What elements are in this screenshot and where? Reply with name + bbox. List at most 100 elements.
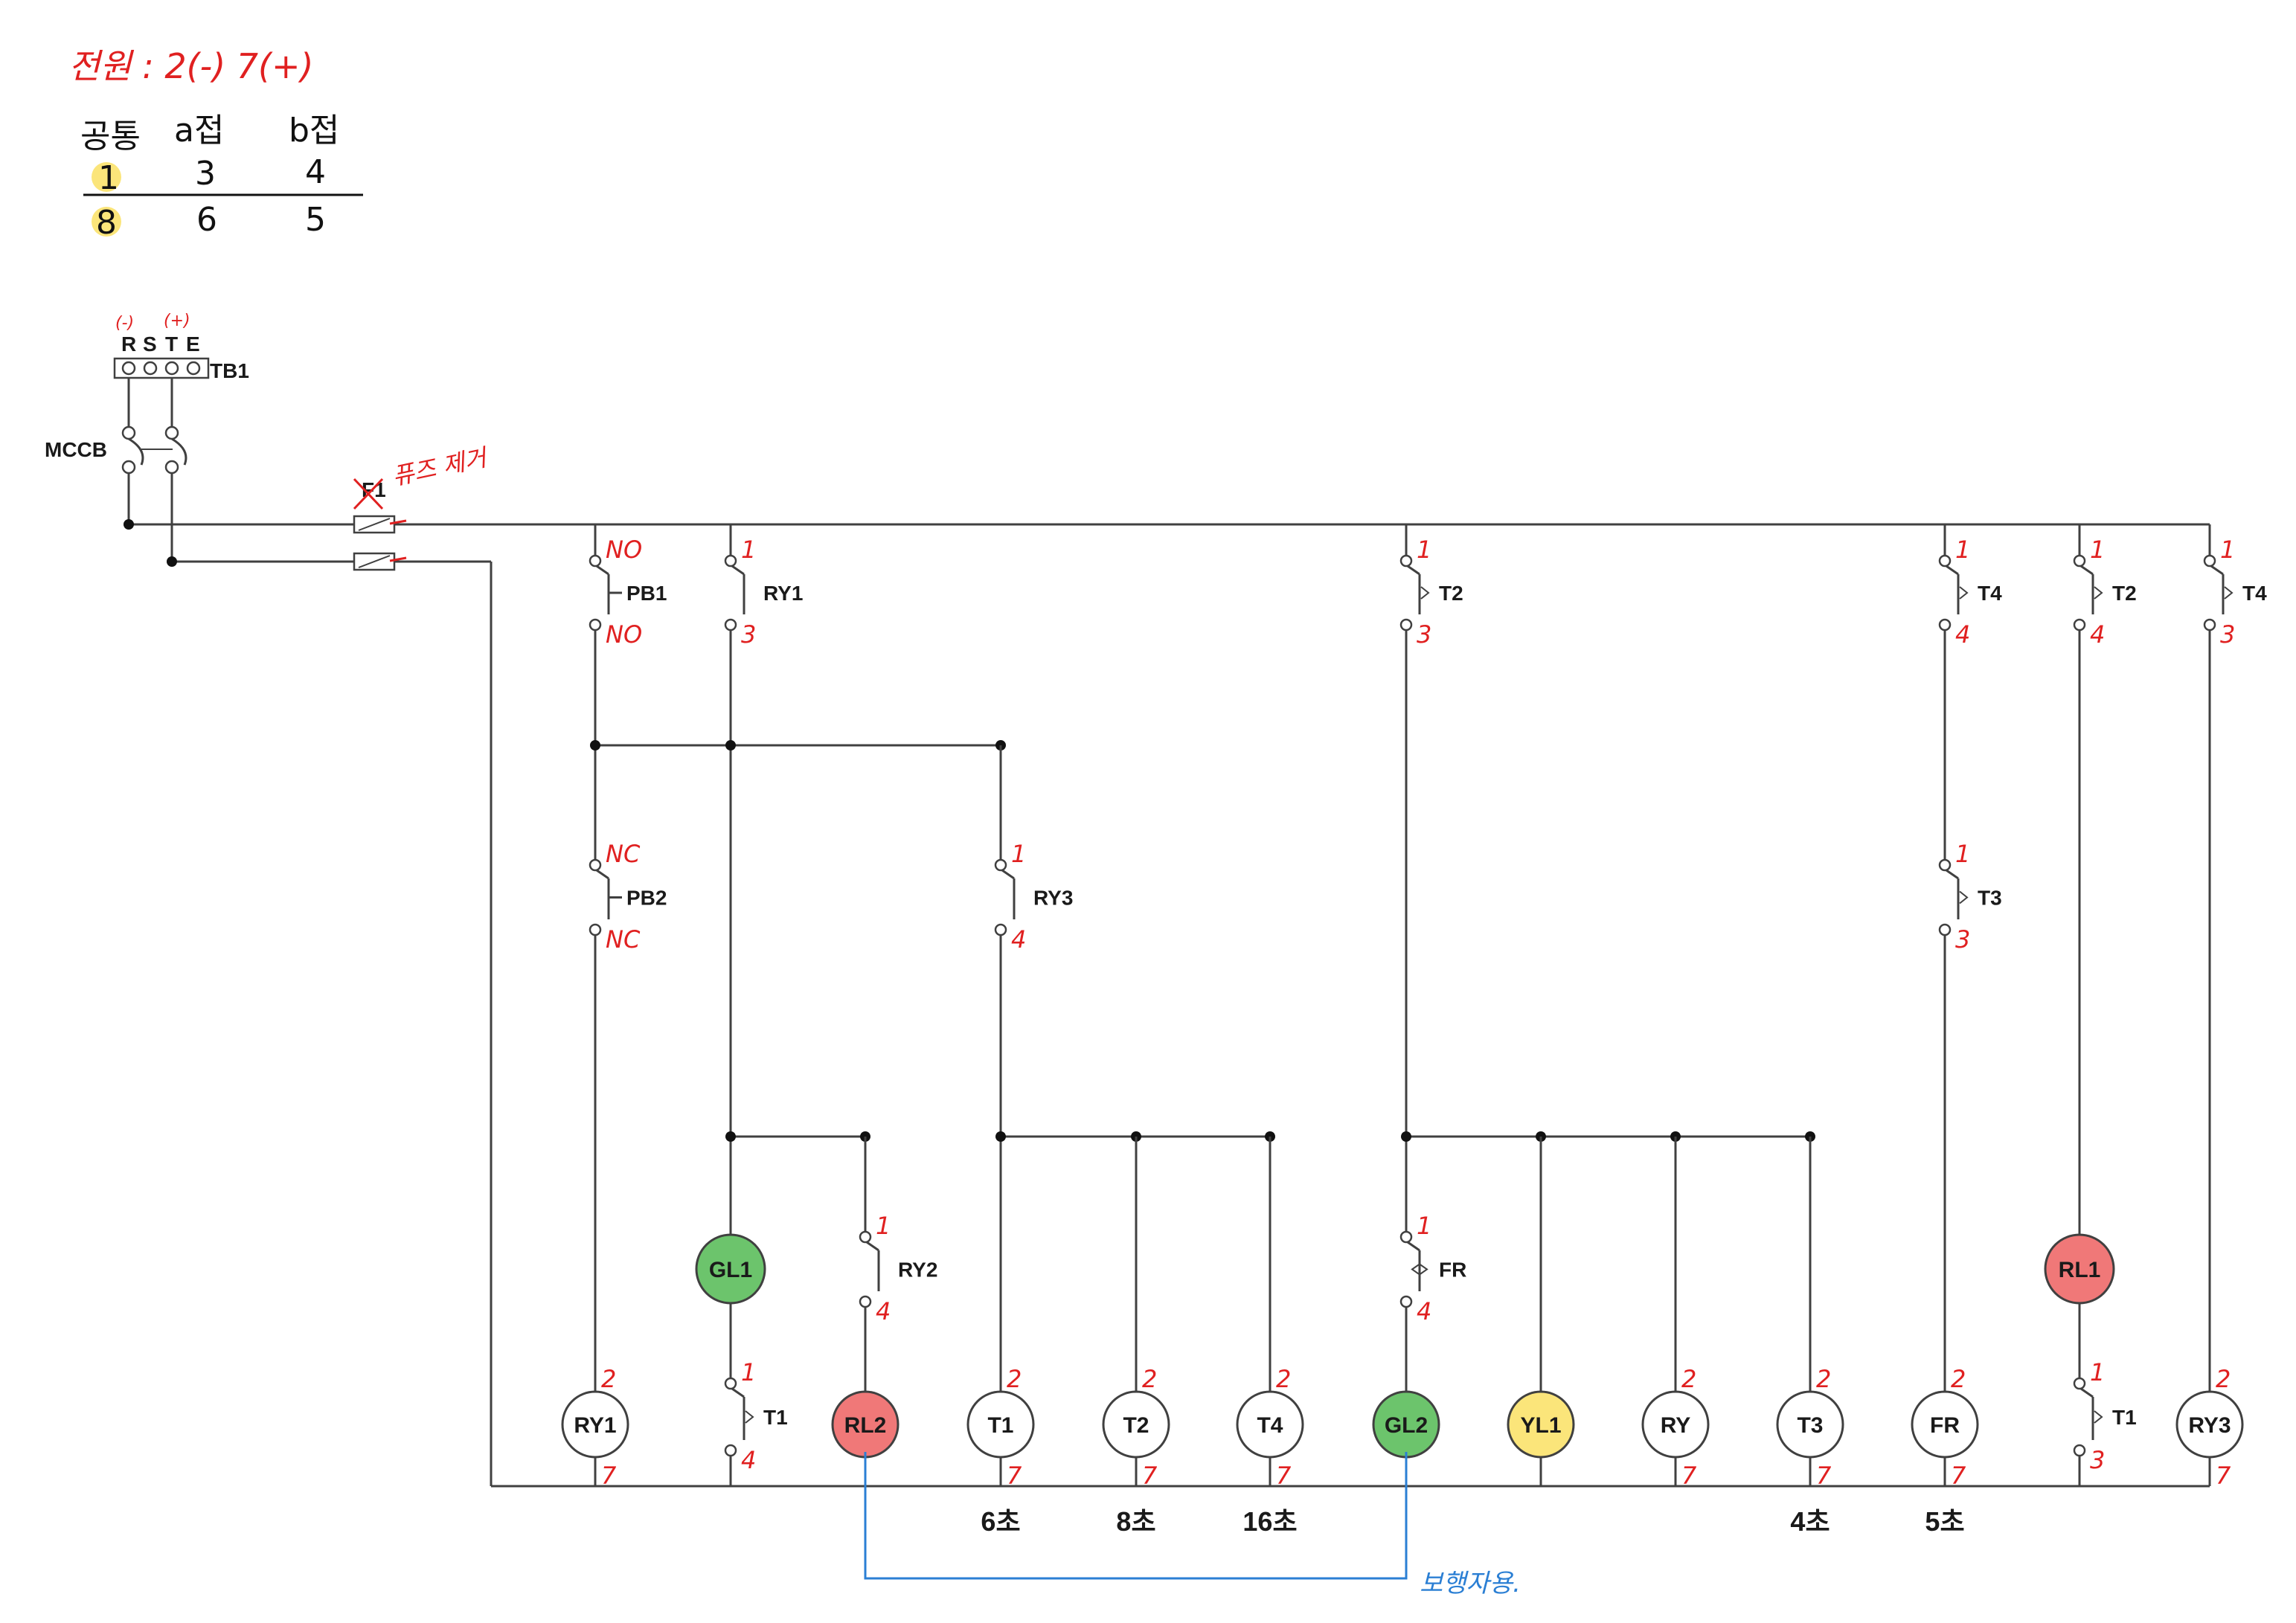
- contact-terminal-top: [589, 554, 602, 568]
- contact-terminal-top: [2073, 1377, 2086, 1390]
- coil-label: RY1: [574, 1413, 616, 1438]
- contact-blade: [596, 565, 609, 576]
- contact-blade: [2210, 565, 2224, 576]
- timer-mark: [1959, 586, 1969, 600]
- timer-setting-t4: 16초: [1242, 1506, 1297, 1537]
- mccb-terminal: [121, 460, 136, 475]
- contact-blade: [731, 1387, 745, 1398]
- terminal-screw-t: [164, 361, 179, 376]
- polarity-plus: (+): [164, 312, 190, 330]
- contact-pin-bottom: 4: [2090, 620, 2105, 649]
- contact-label: T2: [1439, 582, 1463, 605]
- contact-terminal-top: [994, 858, 1007, 872]
- coil-pin-bottom: 7: [1007, 1462, 1022, 1490]
- mccb: MCCB: [45, 378, 187, 475]
- contact-blade: [1001, 869, 1015, 880]
- coil-pin-bottom: 7: [1951, 1462, 1966, 1490]
- contact-terminal-top: [2203, 554, 2216, 568]
- contact-pin-bottom: 3: [1955, 925, 1970, 954]
- coil-pin-top: 2: [1007, 1365, 1022, 1393]
- contact-terminal-top: [2073, 554, 2086, 568]
- header-notes: 전원 : 2(-) 7(+) 공통 a접 b접 1 3 4 8 6 5: [68, 46, 363, 242]
- mccb-terminal: [121, 425, 136, 440]
- contact-pin-bottom: 4: [741, 1446, 756, 1474]
- contact-blade: [2080, 565, 2094, 576]
- junction-dot: [124, 519, 134, 530]
- contact-terminal-bottom: [1938, 923, 1952, 936]
- highlight-marker-1: [92, 162, 121, 192]
- contact-pin-top: NO: [606, 536, 642, 564]
- contact-pin-bottom: 4: [1417, 1297, 1431, 1325]
- contact-blade: [2080, 1387, 2094, 1398]
- contact-label: T1: [2112, 1406, 2137, 1429]
- contact-pin-bottom: 4: [1955, 620, 1970, 649]
- timer-mark: [2224, 586, 2234, 600]
- contact-label: T2: [2112, 582, 2137, 605]
- coil-pin-top: 2: [1681, 1365, 1696, 1393]
- coil-label: T1: [987, 1413, 1013, 1438]
- timer-mark: [1420, 586, 1430, 600]
- contact-pin-top: 1: [741, 536, 756, 564]
- mccb-terminal: [164, 425, 179, 440]
- contact-label: T4: [2242, 582, 2267, 605]
- contact-terminal-top: [859, 1230, 872, 1244]
- terminal-letter-e: E: [186, 332, 200, 356]
- contact-pin-top: NC: [606, 840, 641, 868]
- lamp-gl1: GL1: [695, 1233, 766, 1305]
- ladder-wiring: [590, 524, 2211, 1486]
- contact-blade: [1946, 565, 1959, 576]
- table-row2-b: 5: [305, 201, 326, 239]
- table-header-a-contact: a접: [174, 112, 224, 150]
- timer-settings: 6초 8초 16초 4초 5초: [981, 1506, 1964, 1537]
- terminal-screw-s: [143, 361, 158, 376]
- coil-label: T3: [1797, 1413, 1823, 1438]
- contact-blade: [1407, 565, 1420, 576]
- coil-circle: [1236, 1390, 1304, 1459]
- terminal-screw-e: [186, 361, 201, 376]
- blue-wire: [864, 1452, 1408, 1580]
- timer-mark: [745, 1410, 754, 1424]
- contact-pin-bottom: 3: [741, 620, 756, 649]
- contact-label: T4: [1978, 582, 2002, 605]
- coil-gl2: GL2: [1372, 1390, 1440, 1459]
- coil-pin-top: 2: [1276, 1365, 1291, 1393]
- power-bus: [124, 473, 2210, 1488]
- coil-pin-bottom: 7: [1142, 1462, 1158, 1490]
- contact-terminal-bottom: [2073, 1444, 2086, 1457]
- contact-pin-bottom: NC: [606, 925, 641, 954]
- contact-terminal-top: [1938, 858, 1952, 872]
- contact-blade: [731, 565, 745, 576]
- contact-terminal-bottom: [589, 923, 602, 936]
- polarity-minus: (-): [115, 314, 134, 332]
- coil-label: T4: [1257, 1413, 1283, 1438]
- coil-label: RL2: [844, 1413, 887, 1438]
- coil-label: YL1: [1520, 1413, 1561, 1438]
- terminal-screw-r: [121, 361, 136, 376]
- lamp-circle: [2044, 1233, 2115, 1305]
- coil-label: RY3: [2188, 1413, 2231, 1438]
- contact-terminal-bottom: [1938, 618, 1952, 631]
- contact-blade: [866, 1241, 879, 1252]
- coil-circle: [1102, 1390, 1170, 1459]
- contact-label: RY1: [763, 582, 803, 605]
- contact-terminal-bottom: [994, 923, 1007, 936]
- contact-label: FR: [1439, 1259, 1466, 1282]
- terminal-block-label: TB1: [210, 359, 249, 382]
- contact-terminal-top: [1938, 554, 1952, 568]
- timer-setting-t3: 4초: [1790, 1506, 1830, 1537]
- coil-circle: [561, 1390, 629, 1459]
- contact-label: RY2: [898, 1259, 937, 1282]
- contact-pin-bottom: 3: [2090, 1446, 2105, 1474]
- coil-pin-bottom: 7: [2216, 1462, 2231, 1490]
- contact-pin-top: 1: [741, 1358, 756, 1386]
